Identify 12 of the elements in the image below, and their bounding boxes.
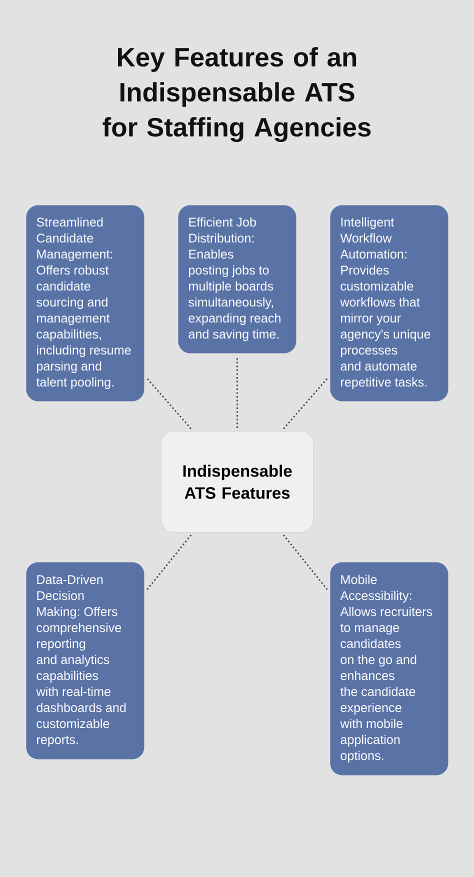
dotted-connector (283, 377, 329, 430)
dotted-connector (146, 377, 192, 430)
feature-box: Streamlined Candidate Management: Offers robust candidate sourcing and management capabilities, including resume parsing and talent pooling. (26, 205, 144, 402)
dotted-connector (236, 356, 238, 428)
title: Key Features of an Indispensable ATS for Staffing Agencies (102, 47, 371, 142)
feature-box: Efficient Job Distribution: Enables posting jobs to multiple boards simultaneously, expanding reach and saving time. (178, 205, 296, 354)
feature-box: Intelligent Workflow Automation: Provides customizable workflows that mirror your agency's unique processes and automate repetitive tasks. (330, 205, 448, 402)
central-box: Indispensable ATS Features (161, 431, 314, 533)
feature-box: Data-Driven Decision Making: Offers comprehensive reporting and analytics capabilities with real-time dashboards and customizable reports. (26, 562, 144, 760)
feature-box: Mobile Accessibility: Allows recruiters to manage candidates on the go and enhances the candidate experience with mobile application options. (330, 562, 448, 776)
dotted-connector (146, 534, 192, 592)
dotted-connector (282, 534, 329, 592)
